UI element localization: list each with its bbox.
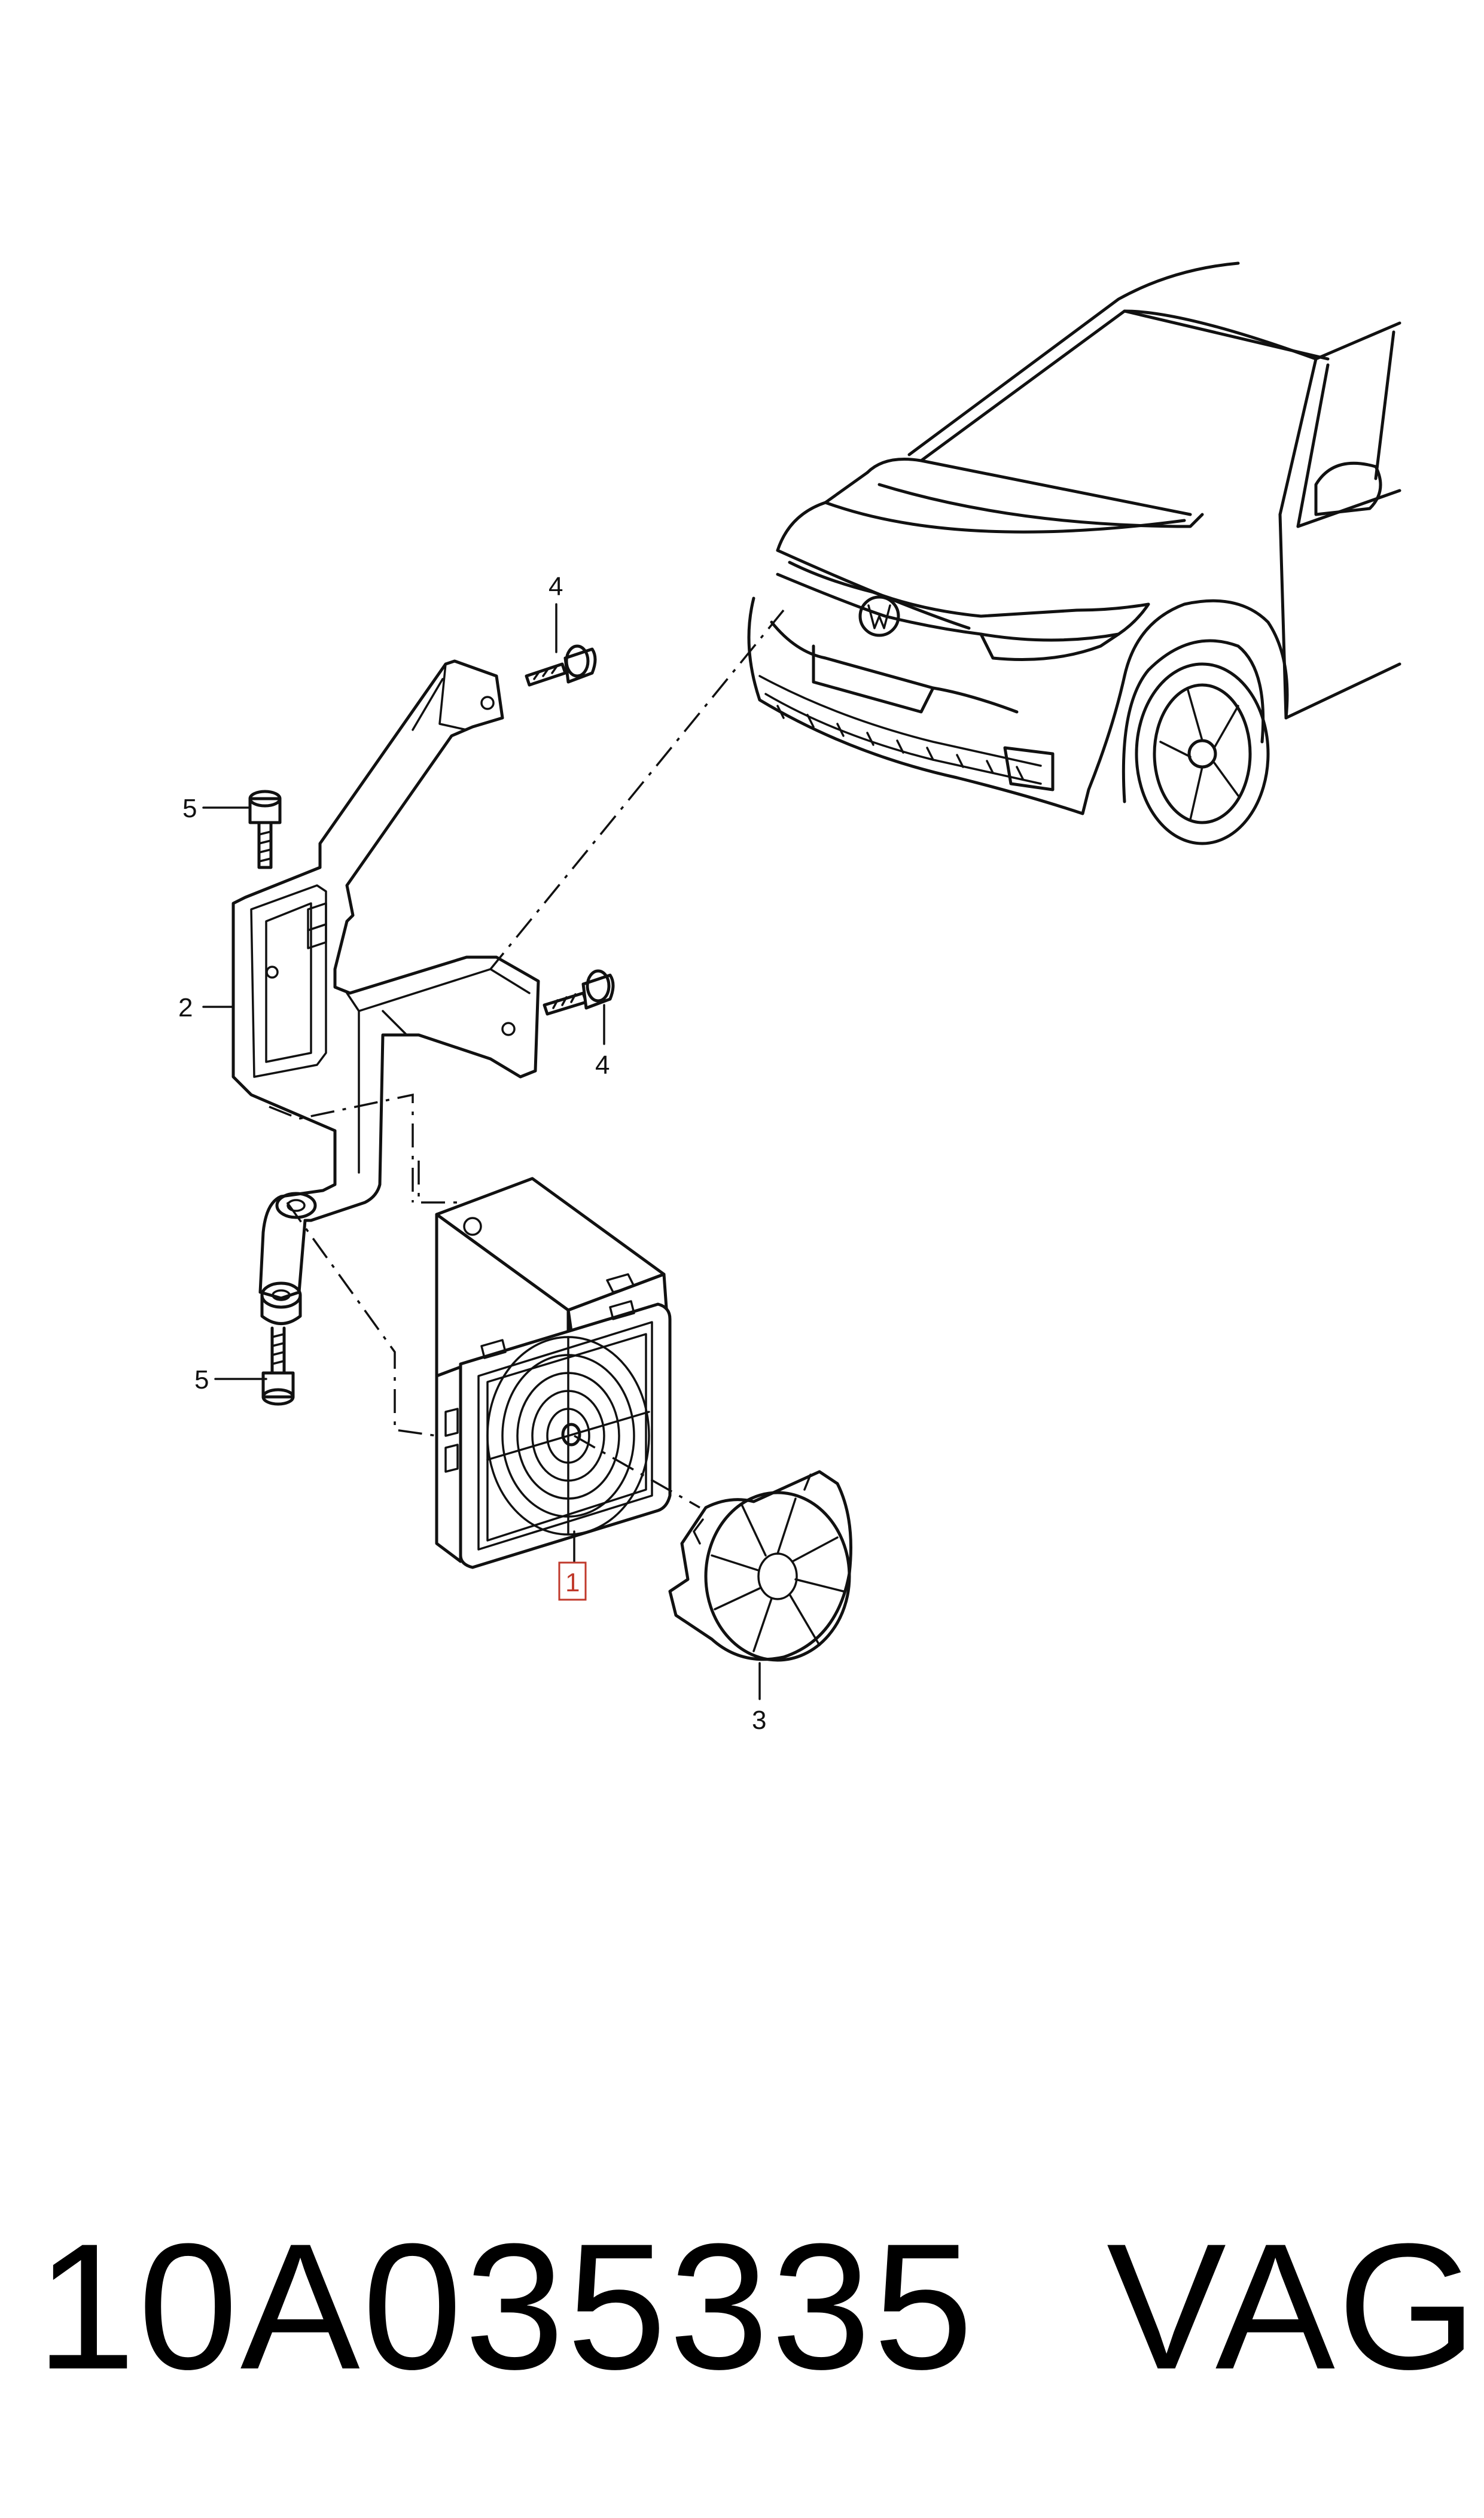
brand-label: VAG [1107, 2206, 1480, 2407]
part-number: 10A035335 [36, 2206, 976, 2407]
callout-4-lower: 4 [595, 1051, 610, 1080]
bracket-part-2 [231, 659, 540, 1325]
callout-4-upper: 4 [548, 572, 563, 601]
cover-part-3 [668, 1470, 852, 1662]
callout-2: 2 [178, 993, 193, 1022]
callout-leaders [202, 603, 761, 1700]
callout-1: 1 [565, 1568, 580, 1597]
assembly-lines [269, 609, 785, 1509]
bolt-part-5-upper [248, 790, 282, 869]
callout-5-upper: 5 [182, 794, 197, 823]
callout-1-highlight-box [558, 1561, 587, 1601]
bolt-part-5-lower [261, 1326, 295, 1406]
acoustic-unit-part-1 [435, 1177, 672, 1569]
callout-3: 3 [752, 1706, 766, 1735]
bolt-part-4-upper [525, 644, 597, 687]
car-illustration [747, 261, 1401, 845]
bolt-part-4-lower [543, 969, 615, 1016]
callout-5-lower: 5 [194, 1365, 209, 1395]
